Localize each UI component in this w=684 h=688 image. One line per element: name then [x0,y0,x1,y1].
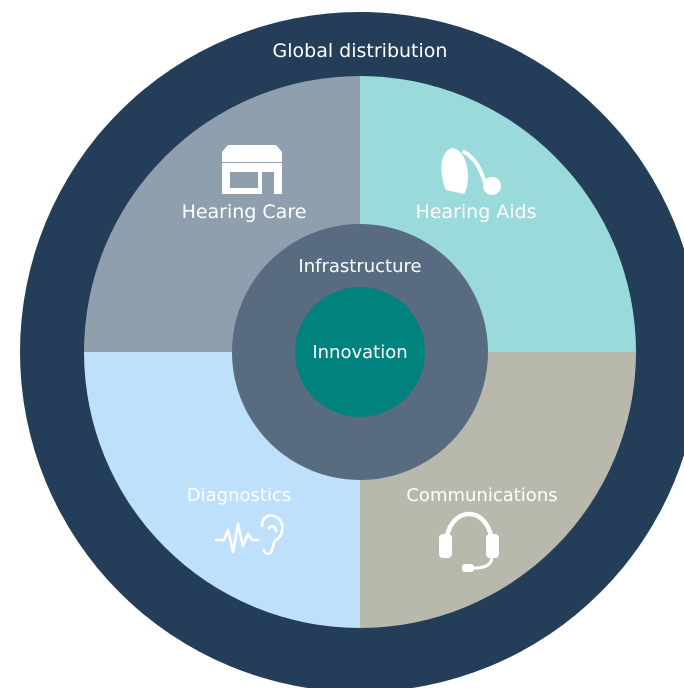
store-icon [222,145,282,194]
diagnostics-label: Diagnostics [187,485,291,506]
innovation-label: Innovation [312,342,407,363]
hearing-aid-icon [441,148,501,195]
infrastructure-label: Infrastructure [298,256,421,277]
hearing-aids-label: Hearing Aids [415,201,536,223]
hearing-care-label: Hearing Care [182,201,307,223]
global-distribution-label: Global distribution [273,40,448,62]
ear-soundwave-icon [214,514,284,556]
innovation-core [295,287,425,417]
communications-label: Communications [406,485,557,506]
headset-icon [439,511,499,572]
